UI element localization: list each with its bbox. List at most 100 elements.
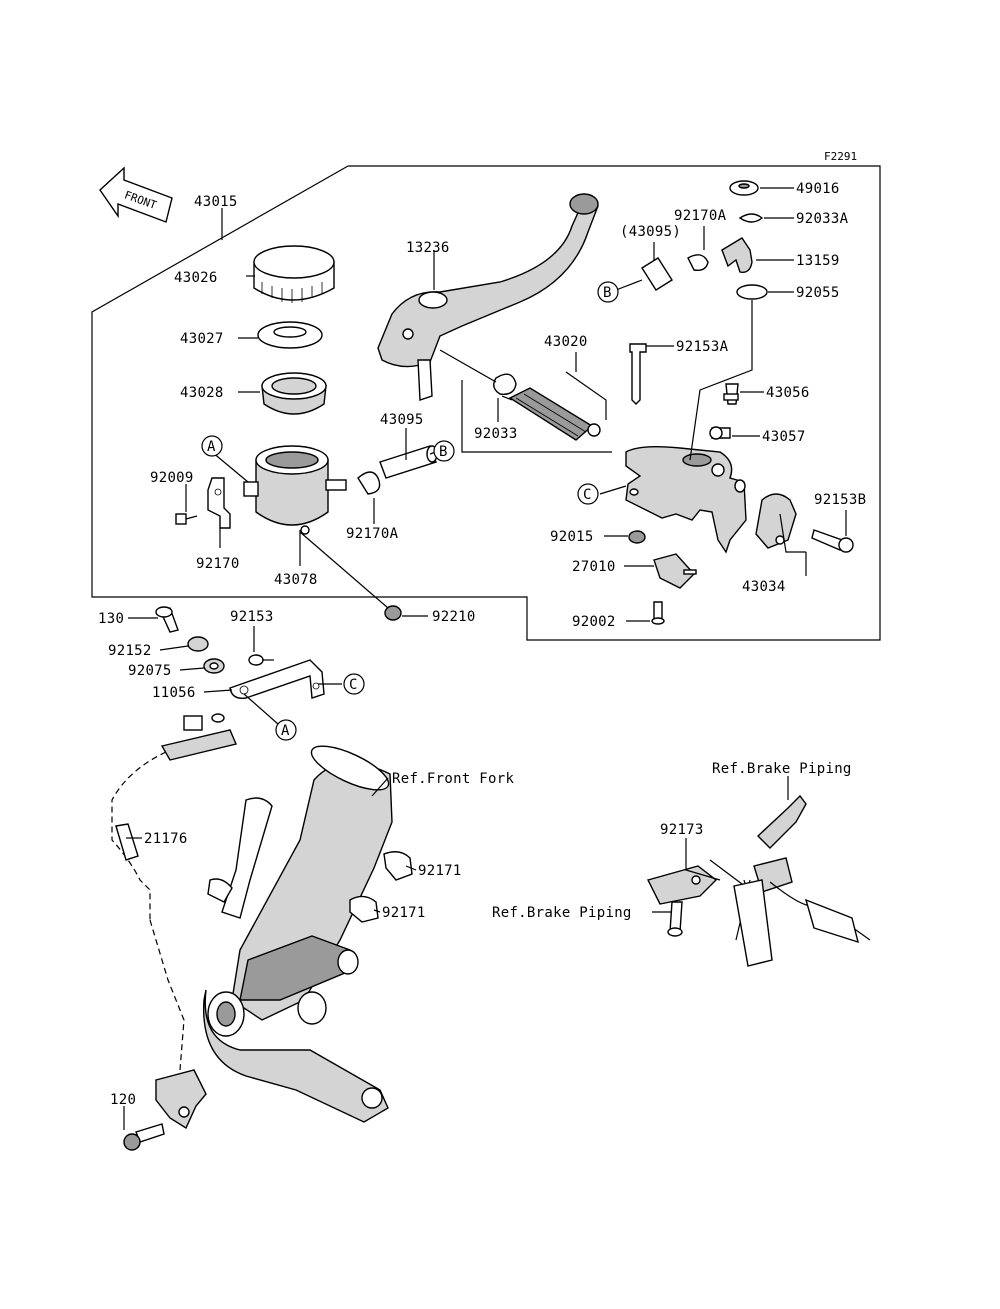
bolt-92153-icon (248, 654, 274, 666)
label-43020: 43020 (544, 334, 588, 350)
label-92033: 92033 (474, 426, 518, 442)
nut-92015-icon (628, 530, 646, 544)
label-92075: 92075 (128, 663, 172, 679)
nut-92210-icon (384, 605, 402, 621)
bolt-92009-icon (175, 513, 198, 525)
label-92171-a: 92171 (418, 863, 462, 879)
svg-text:C: C (583, 487, 592, 503)
label-92170A-top: 92170A (674, 208, 727, 224)
switch-27010 (653, 553, 697, 589)
label-130: 130 (98, 611, 124, 627)
bolt-92153B-icon (811, 529, 854, 553)
label-92009: 92009 (150, 470, 194, 486)
label-11056: 11056 (152, 685, 196, 701)
hose-43095-top (641, 257, 673, 291)
svg-text:B: B (603, 285, 612, 301)
brake-piping (733, 794, 871, 967)
ref-brake-piping-top: Ref.Brake Piping (712, 761, 852, 777)
label-43034: 43034 (742, 579, 786, 595)
label-92171-b: 92171 (382, 905, 426, 921)
callout-C-bracket: C (343, 673, 365, 695)
front-arrow-icon: FRONT (99, 166, 173, 223)
svg-text:A: A (207, 439, 216, 455)
label-43056: 43056 (766, 385, 810, 401)
label-21176: 21176 (144, 831, 188, 847)
label-92153B: 92153B (814, 492, 866, 508)
label-13236: 13236 (406, 240, 450, 256)
master-cylinder-body (625, 445, 747, 554)
ref-front-fork: Ref.Front Fork (392, 771, 514, 787)
reservoir-diaphragm-plate (257, 321, 323, 349)
label-92173: 92173 (660, 822, 704, 838)
washer-92152-icon (187, 636, 209, 652)
brake-lever (377, 193, 599, 401)
label-43095-paren: (43095) (620, 224, 681, 240)
banjo-43057-icon (709, 426, 731, 440)
reservoir-cap (253, 245, 335, 303)
bolt-92153A-icon (629, 343, 647, 405)
label-43026: 43026 (174, 270, 218, 286)
clamp-92173 (646, 865, 718, 905)
label-43095-left: 43095 (380, 412, 424, 428)
label-92170: 92170 (196, 556, 240, 572)
part-labels: 43015 43026 43027 43028 92009 92170 4307… (98, 181, 866, 1108)
label-92210: 92210 (432, 609, 476, 625)
label-120: 120 (110, 1092, 136, 1108)
label-92055: 92055 (796, 285, 840, 301)
bleeder-43056-icon (723, 383, 739, 405)
cap-49016-icon (729, 180, 759, 196)
callout-C-body: C (577, 483, 599, 505)
callout-A-upper: A (201, 435, 223, 457)
label-92033A: 92033A (796, 211, 849, 227)
ref-brake-piping-mid: Ref.Brake Piping (492, 905, 632, 921)
front-fork (202, 745, 393, 1123)
label-13159: 13159 (796, 253, 840, 269)
bracket-11056 (229, 659, 325, 699)
assembly-boundary (91, 165, 881, 641)
fitting-13159 (721, 237, 753, 273)
collar-92075-icon (203, 658, 225, 674)
cable-grommet-21176 (115, 823, 139, 861)
reservoir-hose (379, 445, 438, 479)
label-92002: 92002 (572, 614, 616, 630)
circlip-92033-icon (493, 373, 517, 395)
label-43028: 43028 (180, 385, 224, 401)
piston-assembly (501, 387, 601, 441)
svg-text:C: C (349, 677, 358, 693)
label-43027: 43027 (180, 331, 224, 347)
circlip-92033A-icon (738, 213, 764, 223)
hose-clamp-left-icon (357, 471, 381, 495)
clamp-43034 (755, 493, 797, 549)
oring-92055-icon (736, 284, 768, 300)
label-49016: 49016 (796, 181, 840, 197)
leader-lines (123, 187, 847, 1130)
label-43078: 43078 (274, 572, 318, 588)
label-92153: 92153 (230, 609, 274, 625)
reference-labels: Ref.Front Fork Ref.Brake Piping Ref.Brak… (392, 761, 852, 921)
reservoir-diaphragm (261, 372, 327, 415)
label-92170A-left: 92170A (346, 526, 399, 542)
callout-A-lower: A (275, 719, 297, 741)
label-92153A: 92153A (676, 339, 729, 355)
bolt-120-icon (123, 1123, 165, 1151)
sensor-connector (160, 713, 237, 761)
callout-B-top: B (597, 281, 619, 303)
bolt-130-icon (155, 606, 179, 633)
bolt-92173-icon (667, 901, 683, 937)
svg-text:A: A (281, 723, 290, 739)
label-43015: 43015 (194, 194, 238, 210)
reservoir-body (243, 445, 347, 535)
label-43057: 43057 (762, 429, 806, 445)
label-92015: 92015 (550, 529, 594, 545)
sensor-cable (111, 751, 185, 1071)
callout-B-left: B (433, 440, 455, 462)
clip-92171-a-icon (383, 851, 413, 881)
label-92152: 92152 (108, 643, 152, 659)
reservoir-bracket (207, 477, 231, 529)
label-27010: 27010 (572, 559, 616, 575)
clamp-92170A-top-icon (687, 254, 709, 272)
clip-92171-b-icon (349, 895, 379, 923)
wheel-sensor (155, 1069, 207, 1130)
screw-92002-icon (651, 601, 665, 625)
